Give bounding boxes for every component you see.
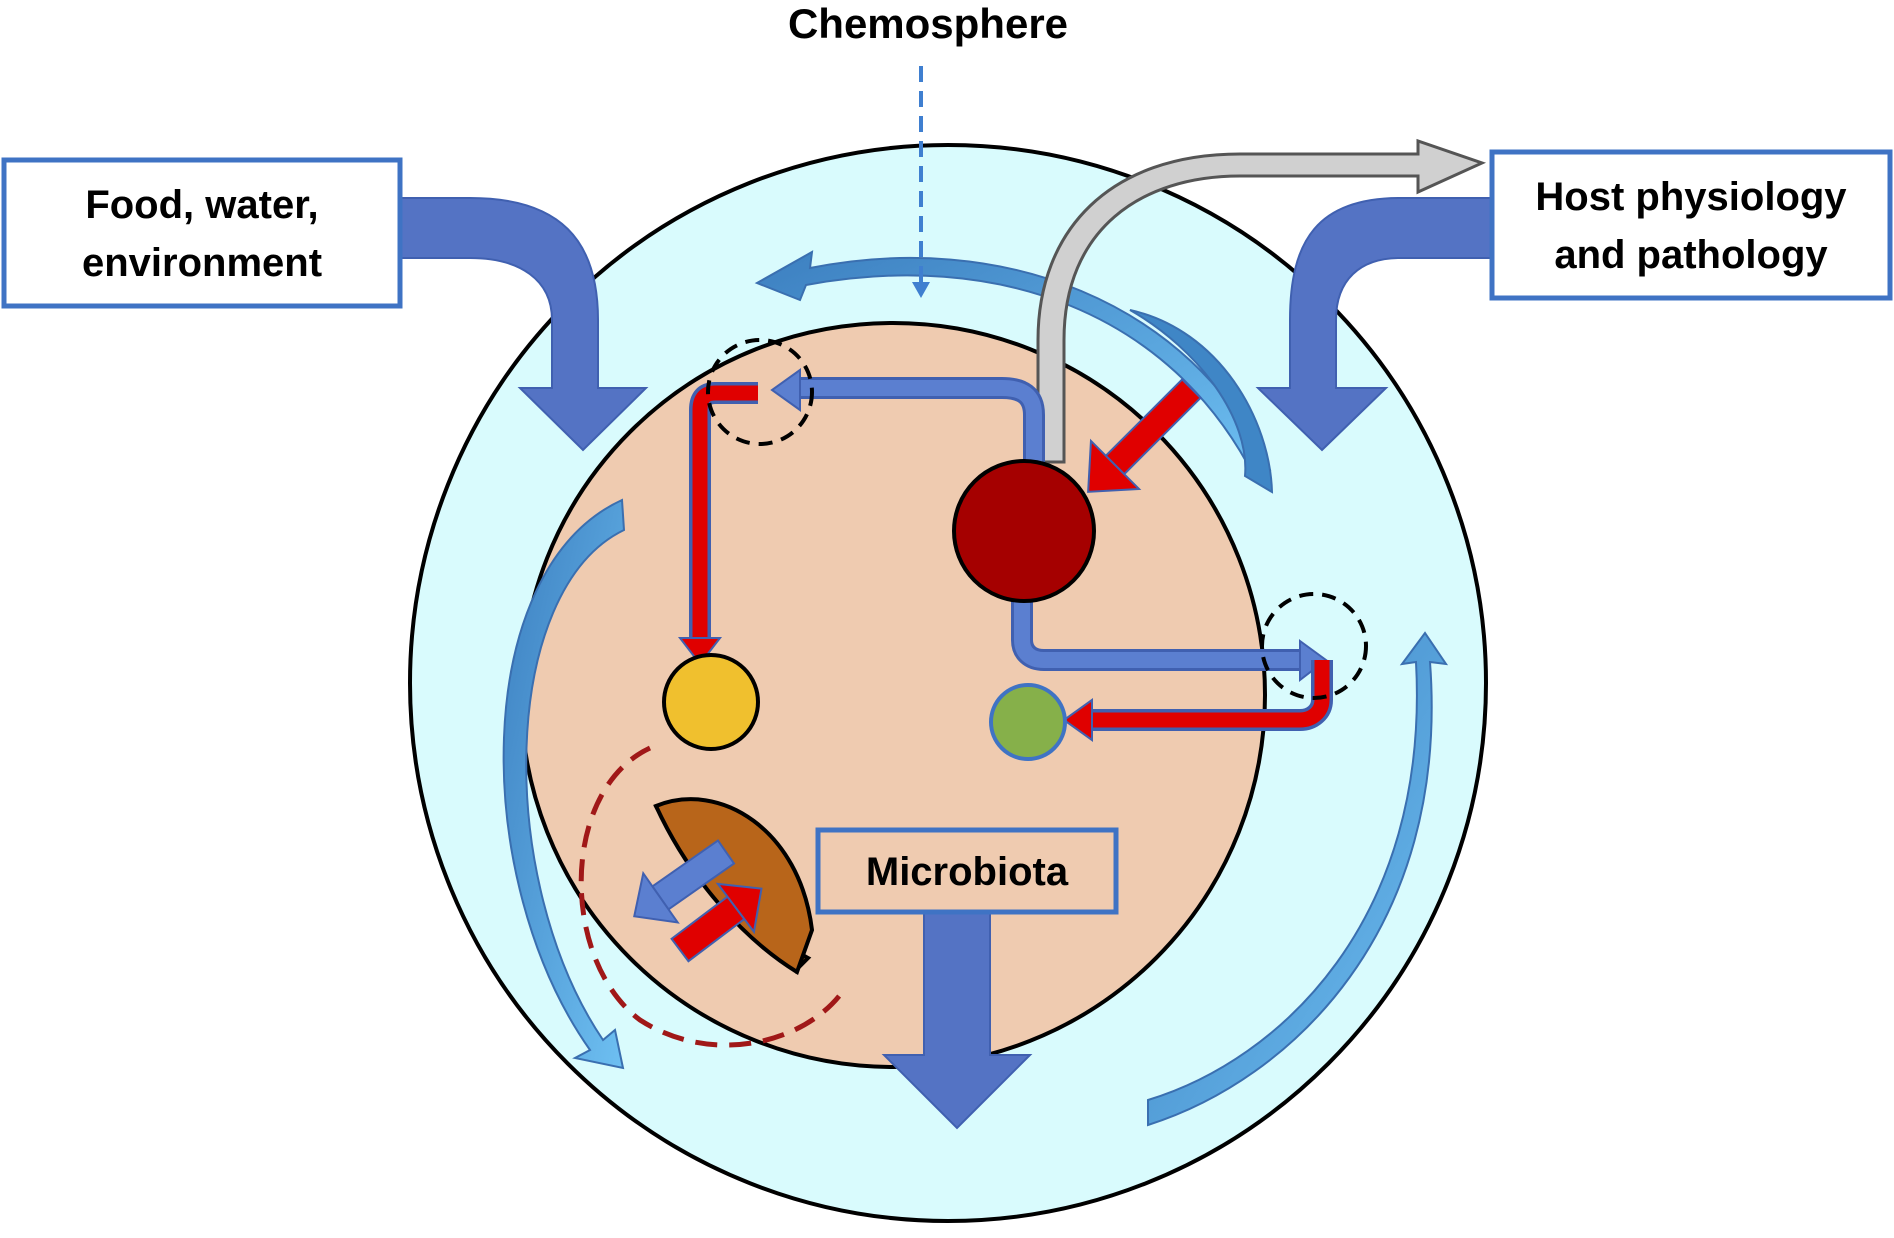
microbiota-box [815, 827, 1119, 915]
host-label-line1: Host physiology [1535, 175, 1847, 219]
microbiota-label: Microbiota [866, 850, 1069, 894]
circulation-arrows [502, 250, 1449, 1127]
chemosphere-arrowhead [912, 282, 930, 298]
red-path-right-arrowhead [1062, 698, 1093, 742]
food-input-arrow [397, 197, 649, 452]
dashed-circle-marker [706, 338, 814, 446]
blue-path-top-arrowhead [770, 368, 801, 412]
blue-path-top-inner [800, 380, 1042, 462]
host-box [1489, 149, 1893, 301]
red-path-left-inner [692, 385, 758, 640]
swirl-arrow-right [1147, 631, 1449, 1127]
blue-path-right-inner [1014, 598, 1300, 668]
food-label-line2: environment [82, 241, 322, 285]
red-dashed-boundary [578, 745, 842, 1048]
dashed-circle-marker-right [1260, 592, 1368, 700]
swirl-arrow-right-top [1129, 309, 1274, 494]
red-input-arrow [1087, 378, 1202, 493]
gray-output-arrow [1036, 138, 1487, 464]
swirl-arrow-top [754, 250, 1272, 480]
red-influx-arrow [670, 882, 763, 963]
red-path-left-arrowhead [677, 637, 723, 666]
food-box [1, 157, 403, 309]
food-label-line1: Food, water, [85, 183, 318, 227]
microbiota-output-arrow [881, 911, 1033, 1130]
red-path-right-inner [1090, 660, 1330, 728]
green-node [989, 683, 1067, 761]
yellow-node [662, 653, 760, 751]
dark-red-node [952, 459, 1096, 603]
blue-efflux-arrow [633, 839, 736, 924]
chemosphere-label: Chemosphere [788, 0, 1068, 47]
host-label-line2: and pathology [1554, 233, 1828, 277]
host-input-arrow [1255, 197, 1496, 452]
swirl-arrow-left [502, 498, 626, 1070]
